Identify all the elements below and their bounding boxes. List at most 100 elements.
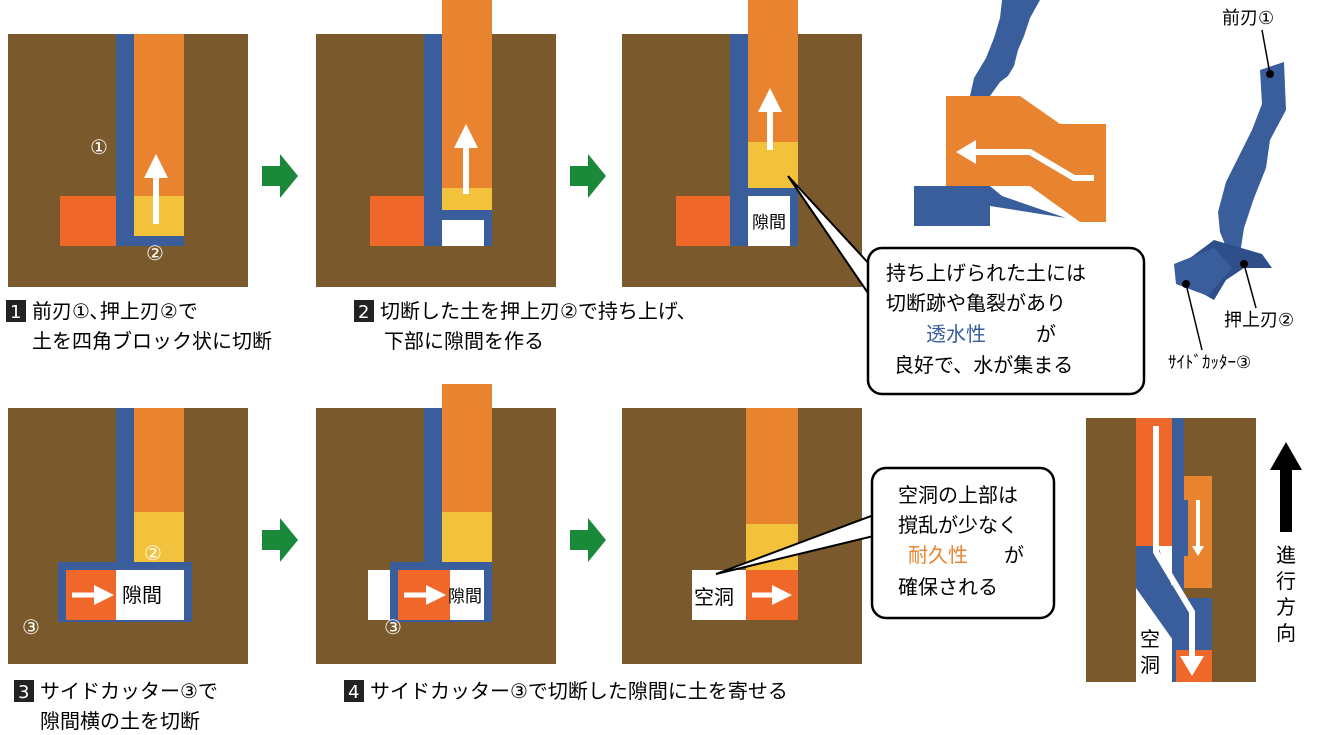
callout-line2: 切断跡や亀裂があり — [886, 291, 1066, 315]
side-cutter-label: ｻｲﾄﾞｶｯﾀｰ③ — [1168, 353, 1251, 373]
soil-flow-arrow — [970, 149, 1094, 181]
lower-soil — [442, 512, 492, 566]
gap-space — [748, 196, 790, 246]
flow-arrow — [1153, 426, 1195, 660]
cross-section: 空 洞 — [1086, 418, 1256, 682]
gap-label: 隙間 — [448, 587, 482, 607]
step2-badge — [354, 300, 374, 322]
front-blade — [116, 34, 134, 246]
cavity-label-2: 洞 — [1140, 653, 1160, 677]
tool-shank — [1218, 62, 1286, 254]
front-blade — [116, 408, 134, 566]
cavity-label-1: 空 — [1140, 627, 1160, 651]
callout-line3-rest: が — [1036, 322, 1056, 346]
blade-soil-illustration — [914, 0, 1106, 226]
cleared-gap — [368, 570, 390, 620]
step2-number: 2 — [358, 302, 369, 323]
direction-indicator: 進 行 方 向 — [1270, 442, 1302, 645]
callout-permeability: 持ち上げられた土には 切断跡や亀裂があり 透水性 が 良好で、水が集まる — [787, 175, 1146, 396]
step3-badge — [14, 680, 34, 702]
front-blade — [424, 34, 442, 246]
front-blade-label: 前刃① — [1222, 8, 1274, 29]
callout-line4: 確保される — [898, 575, 998, 599]
front-blade-shape — [970, 0, 1040, 114]
callout-line1: 空洞の上部は — [898, 483, 1018, 507]
step1-number: 1 — [10, 302, 21, 323]
step4-badge — [344, 680, 364, 702]
right-arrow-icon — [262, 518, 298, 562]
callout-line3-rest: が — [1004, 543, 1024, 567]
gap-space — [442, 220, 484, 246]
front-blade — [424, 408, 442, 566]
direction-char-3: 方 — [1276, 595, 1296, 619]
callout-line4: 良好で、水が集まる — [894, 353, 1073, 377]
cut-block — [370, 196, 426, 246]
raised-soil-shape — [946, 96, 1106, 222]
push-blade — [424, 210, 492, 220]
side-cutter-marker: ③ — [384, 615, 402, 639]
callout-box — [870, 466, 1056, 620]
callout-line2: 撹乱が少なく — [898, 513, 1018, 537]
gap-space — [450, 570, 484, 620]
step2-caption-line1: 切断した土を押上刃②で持ち上げ、 — [380, 299, 697, 323]
direction-char-1: 進 — [1276, 543, 1296, 567]
push-blade-marker: ② — [144, 541, 162, 565]
blade-right-edge — [790, 188, 798, 246]
push-blade-leader — [1243, 263, 1257, 309]
step3-caption-line2: 隙間横の土を切断 — [40, 709, 200, 733]
step1-badge — [6, 300, 26, 322]
down-arrow-head — [1180, 656, 1204, 676]
lower-soil — [442, 188, 492, 210]
step1-caption-line2: 土を四角ブロック状に切断 — [32, 329, 272, 353]
tool-illustration: 前刃① 押上刃② ｻｲﾄﾞｶｯﾀｰ③ — [1168, 8, 1294, 373]
right-arrow-icon — [570, 518, 606, 562]
side-cutter-leader — [1185, 283, 1203, 351]
direction-char-4: 向 — [1276, 621, 1296, 645]
cavity-label: 空洞 — [694, 585, 734, 609]
direction-char-2: 行 — [1276, 569, 1296, 593]
gap-space — [116, 570, 184, 620]
up-arrow-icon — [1270, 442, 1302, 532]
raised-soil — [746, 408, 798, 524]
gap-label: 隙間 — [122, 583, 162, 607]
front-blade-leader — [1261, 29, 1271, 75]
step3-caption-line1: サイドカッター③で — [40, 679, 218, 703]
raised-soil — [134, 408, 184, 512]
gap-label: 隙間 — [752, 213, 786, 233]
cut-block — [60, 196, 116, 246]
front-blade-marker: ① — [90, 135, 108, 159]
push-blade — [748, 188, 798, 196]
step3-number: 3 — [18, 682, 29, 703]
lower-soil — [134, 512, 184, 566]
push-blade — [116, 236, 184, 246]
push-blade-marker: ② — [146, 241, 164, 265]
callout-highlight-permeability: 透水性 — [926, 322, 986, 346]
callout-highlight-durability: 耐久性 — [908, 543, 968, 567]
blade-right-edge — [484, 210, 492, 246]
cut-block — [676, 196, 732, 246]
step1-caption-line1: 前刃①､押上刃②で — [32, 299, 198, 323]
panel-step2 — [316, 0, 556, 287]
step4-number: 4 — [348, 682, 359, 703]
right-arrow-icon — [570, 154, 606, 198]
panel-step5: 隙間 ③ — [316, 384, 556, 664]
raised-soil — [442, 384, 492, 512]
callout-line1: 持ち上げられた土には — [886, 261, 1086, 285]
step4-caption-line1: サイドカッター③で切断した隙間に土を寄せる — [370, 679, 788, 703]
push-blade-shape — [914, 186, 1066, 226]
panel-step3: 隙間 — [622, 0, 862, 287]
cavity — [692, 570, 746, 620]
step2-caption-line2: 下部に隙間を作る — [384, 329, 544, 353]
push-blade-label: 押上刃② — [1224, 310, 1294, 331]
callout-box — [866, 246, 1146, 396]
callout-durability: 空洞の上部は 撹乱が少なく 耐久性 が 確保される — [715, 466, 1056, 620]
side-cutter-marker: ③ — [22, 615, 40, 639]
right-arrow-icon — [262, 154, 298, 198]
left-arrow-head — [956, 140, 976, 164]
front-blade — [730, 34, 748, 246]
panel-step1: ① ② — [8, 34, 248, 287]
down-arrow-head — [1192, 546, 1204, 556]
side-cutter-plate — [1174, 500, 1188, 556]
panel-step4: 隙間 ② ③ — [8, 408, 248, 664]
